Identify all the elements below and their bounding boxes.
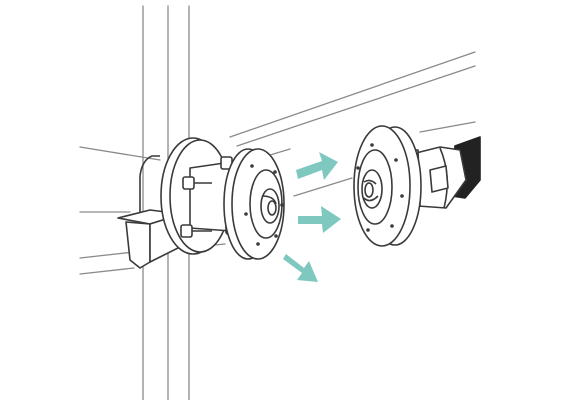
arrow-group xyxy=(283,152,341,282)
bolt-holes xyxy=(244,164,284,246)
right-arrow-icon xyxy=(298,206,341,233)
right-arrow-icon xyxy=(296,152,338,180)
bolt-holes xyxy=(356,143,404,232)
right-arrow-icon xyxy=(283,254,318,282)
mounted-flange-assembly xyxy=(160,137,285,260)
detached-flange-with-hose xyxy=(353,125,481,247)
